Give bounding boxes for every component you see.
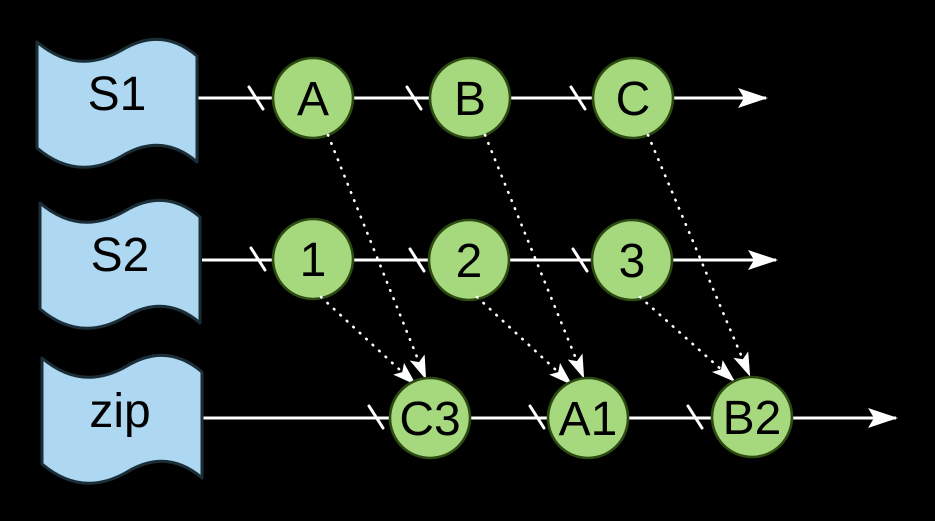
tick-mark — [571, 247, 589, 273]
marble-circle — [271, 217, 355, 301]
event-label: 1 — [300, 234, 327, 287]
event-node-a: A — [271, 56, 355, 140]
tick-mark — [249, 246, 267, 272]
zip-link-a-c3 — [326, 133, 427, 380]
zip-link-1-c3 — [319, 295, 417, 386]
tick-mark — [367, 404, 385, 430]
tick-mark — [247, 85, 265, 111]
stream-row-s2: S2 1 2 3 — [38, 198, 778, 330]
marble-circle — [546, 376, 630, 460]
marble-circle — [388, 376, 472, 460]
flag-icon — [35, 37, 199, 169]
flag-icon — [40, 353, 204, 485]
event-node-3: 3 — [590, 218, 674, 302]
zip-flag-label: zip — [89, 385, 150, 438]
event-label: B2 — [723, 392, 782, 445]
zip-mapping-arrows — [319, 133, 751, 386]
event-node-2: 2 — [427, 218, 511, 302]
event-node-c3: C3 — [388, 376, 472, 460]
event-node-b2: B2 — [710, 375, 794, 459]
event-label: C3 — [399, 393, 460, 446]
s2-flag: S2 — [38, 198, 202, 330]
s2-flag-label: S2 — [91, 229, 150, 282]
stream-row-s1: S1 A B C — [35, 37, 768, 169]
tick-mark — [686, 404, 704, 430]
event-node-c: C — [591, 56, 675, 140]
event-label: 3 — [619, 235, 646, 288]
flag-icon — [38, 198, 202, 330]
marble-circle — [271, 56, 355, 140]
event-label: A — [297, 73, 329, 126]
marble-circle — [427, 218, 511, 302]
event-node-b: B — [428, 56, 512, 140]
marble-circle — [710, 375, 794, 459]
zip-link-b-a1 — [483, 133, 585, 379]
zip-link-3-b2 — [638, 295, 736, 382]
tick-mark — [405, 85, 423, 111]
marble-circle — [590, 218, 674, 302]
s1-flag: S1 — [35, 37, 199, 169]
s1-flag-label: S1 — [88, 68, 147, 121]
zip-link-2-a1 — [475, 295, 573, 386]
marble-circle — [428, 56, 512, 140]
tick-mark — [528, 404, 546, 430]
event-node-1: 1 — [271, 217, 355, 301]
zip-flag: zip — [40, 353, 204, 485]
tick-mark — [408, 247, 426, 273]
event-label: 2 — [456, 235, 483, 288]
event-node-a1: A1 — [546, 376, 630, 460]
marble-circle — [591, 56, 675, 140]
tick-mark — [569, 85, 587, 111]
stream-row-zip: zip C3 A1 B2 — [40, 353, 898, 485]
event-label: C — [616, 73, 651, 126]
event-label: A1 — [559, 393, 618, 446]
event-label: B — [454, 73, 486, 126]
zip-link-c-b2 — [646, 133, 751, 377]
